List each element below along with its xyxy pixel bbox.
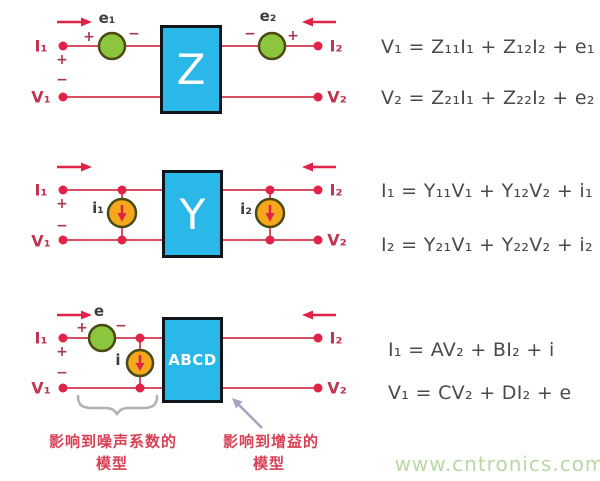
current-source-i1	[106, 197, 138, 229]
abcd-parameter-block: ABCD	[162, 317, 223, 403]
watermark: www.cntronics.com	[394, 452, 600, 476]
abcd-equation-2: V₁ = CV₂ + DI₂ + e	[388, 382, 572, 404]
y-equation-2: I₂ = Y₂₁V₁ + Y₂₂V₂ + i₂	[381, 234, 593, 256]
e2-minus: −	[244, 26, 256, 42]
noise-model-annotation-line1: 影响到噪声系数的	[48, 432, 178, 451]
source-label-e2: e₂	[259, 7, 277, 25]
port-label-i2-row3: I₂	[329, 328, 343, 348]
source-label-i1: i₁	[92, 199, 104, 217]
port-label-i1-row1: I₁	[34, 36, 48, 56]
y-connection-nodes	[58, 185, 323, 245]
e-minus: −	[115, 318, 127, 334]
z-block-label: Z	[176, 45, 206, 94]
y-current-direction-arrow-left	[57, 162, 92, 172]
e2-plus: +	[287, 28, 299, 44]
y-equation-1: I₁ = Y₁₁V₁ + Y₁₂V₂ + i₁	[381, 180, 593, 202]
source-label-i: i	[115, 351, 121, 369]
port-plus-row2: +	[56, 196, 68, 212]
port-label-v1-row2: V₁	[31, 231, 51, 251]
z-equation-2: V₂ = Z₂₁I₁ + Z₂₂I₂ + e₂	[381, 87, 595, 109]
port-minus-row1: −	[56, 72, 68, 88]
z-current-direction-arrow-left	[57, 17, 92, 27]
e1-plus: +	[83, 29, 95, 45]
voltage-source-e	[87, 323, 117, 353]
port-label-v2-row3: V₂	[327, 378, 347, 398]
noise-model-annotation-line2: 模型	[95, 454, 129, 473]
port-minus-row3: −	[56, 365, 68, 381]
e1-minus: −	[128, 26, 140, 42]
gain-model-annotation-line2: 模型	[252, 454, 286, 473]
source-label-e1: e₁	[98, 9, 116, 27]
port-label-v2-row2: V₂	[327, 230, 347, 250]
voltage-source-e1	[97, 31, 127, 61]
port-label-v2-row1: V₂	[327, 87, 347, 107]
current-source-i2	[254, 197, 286, 229]
port-label-i1-row2: I₁	[34, 180, 48, 200]
port-label-v1-row3: V₁	[31, 378, 51, 398]
z-equation-1: V₁ = Z₁₁I₁ + Z₁₂I₂ + e₁	[381, 36, 595, 58]
port-label-v1-row1: V₁	[31, 87, 51, 107]
y-parameter-block: Y	[162, 170, 223, 258]
gain-model-annotation-line1: 影响到增益的	[222, 432, 320, 451]
current-source-i	[125, 348, 155, 378]
z-parameter-block: Z	[160, 25, 222, 114]
abcd-current-direction-arrow-left	[57, 310, 92, 320]
abcd-connection-nodes	[58, 333, 323, 393]
port-minus-row2: −	[56, 218, 68, 234]
z-current-direction-arrow-right	[302, 17, 336, 27]
noise-model-brace	[76, 394, 159, 417]
y-current-direction-arrow-right	[302, 162, 336, 172]
source-label-i2: i₂	[240, 200, 252, 218]
e-plus: +	[76, 320, 88, 336]
source-label-e: e	[93, 302, 105, 320]
abcd-block-label: ABCD	[168, 351, 217, 369]
port-label-i1-row3: I₁	[34, 328, 48, 348]
z-connection-nodes	[58, 41, 323, 102]
voltage-source-e2	[257, 31, 287, 61]
y-block-label: Y	[179, 189, 206, 239]
port-plus-row3: +	[56, 344, 68, 360]
gain-model-arrow	[232, 398, 263, 429]
abcd-equation-1: I₁ = AV₂ + BI₂ + i	[388, 339, 555, 361]
port-label-i2-row2: I₂	[329, 180, 343, 200]
port-plus-row1: +	[56, 52, 68, 68]
abcd-current-direction-arrow-right	[302, 310, 336, 320]
port-label-i2-row1: I₂	[329, 36, 343, 56]
